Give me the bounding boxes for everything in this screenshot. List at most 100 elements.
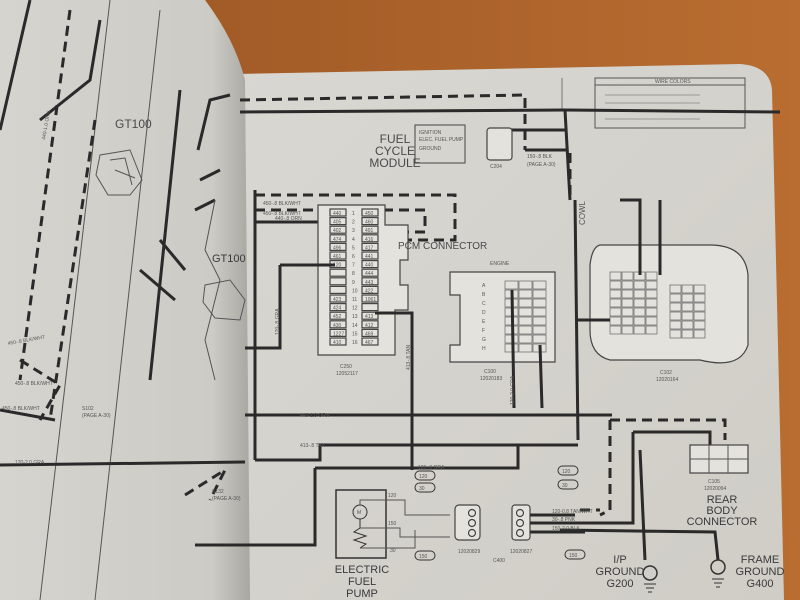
c102-cavity	[609, 271, 622, 281]
c102-cavity	[621, 298, 634, 308]
pcm-pin-cavity	[329, 320, 347, 329]
c100-cavity	[518, 325, 533, 335]
connector-id: C105	[708, 479, 720, 485]
c100-cavity	[518, 298, 533, 308]
c102-cavity	[681, 302, 694, 312]
cowl-label: COWL	[578, 200, 587, 225]
c100-row-letter: A	[482, 283, 486, 289]
pcm-pin-cavity	[329, 242, 347, 251]
pcm-pin-number: 11	[352, 297, 357, 303]
c100-cavity	[532, 316, 547, 326]
circuit-tag-label: 120	[419, 474, 428, 480]
pcm-pin-number: 2	[352, 220, 355, 226]
fuel-cycle-module: FUEL CYCLE MODULE IGNITION ELEC. FUEL PU…	[369, 124, 556, 170]
c102-cavity	[681, 284, 694, 294]
c102-cavity	[645, 316, 658, 326]
pcm-right-pin: 467	[365, 340, 374, 346]
circuit-tag	[414, 550, 436, 561]
c102-cavity	[633, 307, 646, 317]
circuit-tag	[557, 479, 579, 490]
pcm-right-pin: 422	[365, 288, 374, 294]
pcm-right-pin: 444	[365, 271, 374, 277]
c102-cavity	[633, 316, 646, 326]
wire-label: 120-.8 GRA	[275, 308, 281, 335]
wire-label: 450-.8 BLK/WHT	[15, 381, 53, 387]
c102-connector: COWL C102 12020164	[578, 200, 749, 383]
c102-cavity	[621, 289, 634, 299]
pcm-right-pin: 469	[365, 331, 374, 337]
c102-cavity	[633, 298, 646, 308]
c102-cavity	[693, 329, 706, 339]
gt100-label: GT100	[212, 253, 246, 265]
pump-label: FUEL	[348, 576, 376, 588]
circuit-tag-label: 150	[569, 553, 578, 559]
c102-cavity	[645, 325, 658, 335]
pcm-pin-number: 3	[352, 228, 355, 234]
pcm-left-pin: 452	[333, 314, 342, 320]
pcm-left-pin: 402	[333, 228, 342, 234]
wire-label: 120-.8 GRA	[418, 465, 445, 471]
c102-cavity	[609, 325, 622, 335]
ground-label: G400	[747, 578, 774, 590]
pcm-pin-cavity	[361, 277, 379, 286]
pcm-right-pin: 450	[365, 211, 374, 217]
ground-icon	[710, 559, 726, 575]
circuit-tag-label: 30	[562, 483, 568, 489]
wire-label: 440-1.0 ORN	[41, 110, 52, 140]
c100-cavity	[518, 343, 533, 353]
wire-label: 120-2.0 GRA	[510, 375, 516, 405]
c102-cavity	[645, 271, 658, 281]
c102-cavity	[609, 289, 622, 299]
circuit-tag-label: 150	[419, 554, 428, 560]
connector-id: C100	[484, 369, 496, 375]
c100-cavity	[518, 289, 533, 299]
c102-cavity	[633, 325, 646, 335]
circuit-tag	[557, 465, 579, 476]
c102-cavity	[693, 320, 706, 330]
c102-cavity	[621, 271, 634, 281]
wire-label: 413-.8 TAN	[300, 443, 325, 449]
c100-row-letter: G	[482, 337, 486, 343]
c100-cavity	[518, 334, 533, 344]
pcm-pin-cavity	[361, 260, 379, 269]
pcm-pin-number: 6	[352, 254, 355, 260]
module-row: ELEC. FUEL PUMP	[419, 137, 464, 143]
wire-label: 30-.8 PNK	[552, 517, 576, 523]
pcm-pin-cavity	[361, 268, 379, 277]
pcm-right-pin: 417	[365, 245, 374, 251]
page-ref: (PAGE A-30)	[527, 162, 556, 168]
connector-id: C250	[340, 364, 352, 370]
wire-label: 120-2.0 GRA	[15, 460, 45, 466]
c100-row-letter: F	[482, 328, 485, 334]
c102-cavity	[609, 280, 622, 290]
rear-body-label: BODY	[706, 505, 738, 517]
pcm-pin-cavity	[361, 337, 379, 346]
circuit-tag-label: 120	[562, 469, 571, 475]
c100-row-letter: D	[482, 310, 486, 316]
wire-label: 150-.8 BLK	[527, 154, 553, 160]
c100-row-letter: H	[482, 346, 486, 352]
ground-label: I/P	[613, 554, 626, 566]
c100-cavity	[532, 325, 547, 335]
pcm-right-pin: 416	[365, 237, 374, 243]
c100-cavity	[504, 280, 519, 290]
c102-cavity	[645, 307, 658, 317]
wire-label: 150-2.0 BLK	[552, 526, 580, 532]
wire-label: 450-.8 BLK/WHT	[2, 406, 40, 412]
pcm-pin-number: 10	[352, 288, 358, 294]
pcm-pin-cavity	[329, 277, 347, 286]
pcm-left-pin: 440	[333, 211, 342, 217]
gt100-label: GT100	[115, 117, 152, 131]
splice-label: S132	[212, 489, 224, 495]
splice-page-ref: (PAGE A-30)	[212, 496, 241, 502]
pcm-pin-cavity	[361, 294, 379, 303]
wire-label: 440-.8 ORN	[275, 216, 302, 222]
pcm-right-pin: 460	[365, 220, 374, 226]
connector-id: C204	[490, 164, 502, 170]
c102-cavity	[669, 329, 682, 339]
c102-cavity	[693, 284, 706, 294]
pcm-right-pin: 440	[365, 263, 374, 269]
